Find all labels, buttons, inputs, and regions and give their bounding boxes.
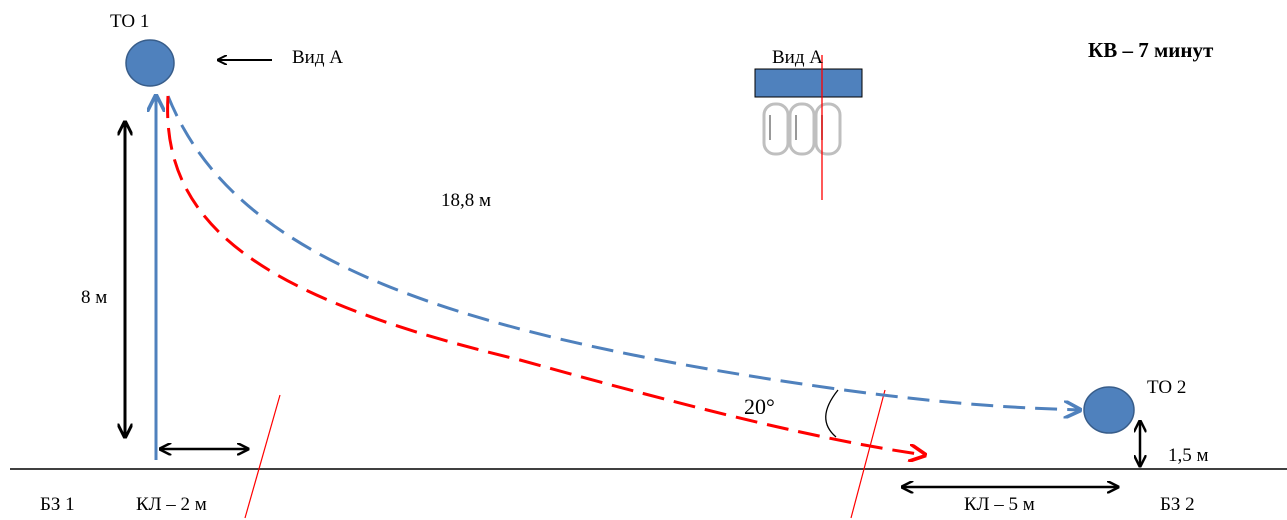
height-label: 8 м bbox=[81, 287, 108, 308]
kl2-label: КЛ – 5 м bbox=[964, 494, 1035, 515]
red-traverse-curve bbox=[166, 95, 925, 455]
blue-traverse-curve bbox=[166, 95, 1080, 410]
kl2-marker-line bbox=[850, 389, 886, 519]
bz1-label: БЗ 1 bbox=[40, 494, 75, 515]
view-a-detail-label: Вид А bbox=[772, 47, 823, 68]
bz2-label: БЗ 2 bbox=[1160, 494, 1195, 515]
distance-label: 18,8 м bbox=[441, 190, 492, 211]
diagram-title: КВ – 7 минут bbox=[1088, 38, 1214, 62]
to2-node bbox=[1083, 386, 1135, 434]
anchor-bar bbox=[754, 68, 863, 98]
view-a-detail bbox=[754, 55, 863, 200]
angle-arc bbox=[825, 389, 839, 438]
angle-label: 20° bbox=[744, 394, 775, 419]
carabiner-icon bbox=[762, 102, 842, 156]
offset-label: 1,5 м bbox=[1168, 445, 1209, 466]
to1-node bbox=[125, 39, 175, 87]
to1-label: ТО 1 bbox=[110, 11, 150, 32]
to2-label: ТО 2 bbox=[1147, 377, 1187, 398]
view-a-arrow-label: Вид А bbox=[292, 47, 343, 68]
kl1-label: КЛ – 2 м bbox=[136, 494, 207, 515]
kl1-marker-line bbox=[244, 394, 281, 519]
